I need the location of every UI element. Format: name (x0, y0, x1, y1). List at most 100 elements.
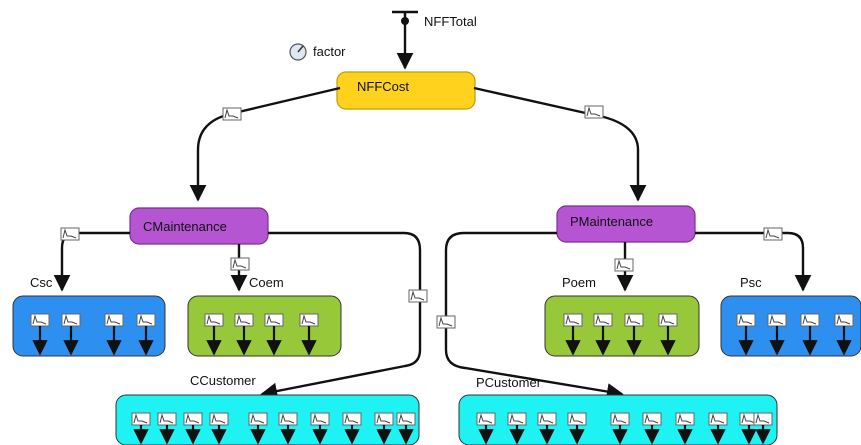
nffcost-node[interactable]: NFFCost (336, 71, 476, 110)
table-function-icon[interactable] (222, 107, 242, 121)
table-function-icon (834, 313, 854, 327)
table-function-icon (610, 412, 630, 426)
table-function-icon (131, 412, 151, 426)
table-function-icon (204, 313, 224, 327)
unit-element[interactable] (374, 412, 394, 445)
table-function-icon (183, 412, 203, 426)
table-function-icon (476, 412, 496, 426)
table-function-icon[interactable] (60, 227, 80, 241)
unit-element[interactable] (131, 412, 151, 445)
table-function-icon[interactable] (230, 257, 250, 271)
nfftotal-source[interactable]: NFFTotal (392, 10, 477, 70)
unit-element[interactable] (234, 313, 254, 356)
poem-label: Poem (562, 275, 596, 290)
table-function-icon[interactable] (436, 315, 456, 329)
factor-parameter[interactable]: factor (289, 43, 346, 61)
unit-element[interactable] (624, 313, 644, 356)
cmaintenance-box (129, 207, 269, 245)
pmaintenance-to-pcustomer-link (444, 231, 624, 400)
unit-element[interactable] (767, 313, 787, 356)
unit-element[interactable] (310, 412, 330, 445)
unit-element[interactable] (136, 313, 156, 356)
unit-element[interactable] (248, 412, 268, 445)
table-function-icon (708, 412, 728, 426)
unit-element[interactable] (342, 412, 362, 445)
table-function-icon (136, 313, 156, 327)
table-function-icon (104, 313, 124, 327)
table-function-icon[interactable] (763, 227, 783, 241)
unit-element[interactable] (658, 313, 678, 356)
table-function-icon (299, 313, 319, 327)
table-function-icon (30, 313, 50, 327)
table-function-icon (396, 412, 416, 426)
unit-element[interactable] (708, 412, 728, 445)
table-function-icon[interactable] (614, 258, 634, 272)
table-function-icon (264, 313, 284, 327)
unit-element[interactable] (800, 313, 820, 356)
unit-element[interactable] (739, 412, 759, 445)
table-function-icon (61, 313, 81, 327)
nffcost-to-pmaintenance-link (473, 86, 647, 202)
table-function-icon (800, 313, 820, 327)
unit-element[interactable] (563, 313, 583, 356)
table-function-icon (342, 412, 362, 426)
unit-element[interactable] (104, 313, 124, 356)
unit-element[interactable] (204, 313, 224, 356)
group-csc[interactable] (12, 295, 166, 357)
table-function-icon[interactable] (408, 289, 428, 303)
unit-element[interactable] (183, 412, 203, 445)
table-function-icon[interactable] (584, 105, 604, 119)
unit-element[interactable] (642, 412, 662, 445)
unit-element[interactable] (209, 412, 229, 445)
group-ccustomer[interactable] (115, 394, 420, 445)
unit-element[interactable] (675, 412, 695, 445)
unit-element[interactable] (476, 412, 496, 445)
unit-element[interactable] (61, 313, 81, 356)
table-function-icon (675, 412, 695, 426)
unit-element[interactable] (278, 412, 298, 445)
table-function-icon (567, 412, 587, 426)
table-function-icon (234, 313, 254, 327)
nffcost-label: NFFCost (357, 79, 409, 94)
unit-element[interactable] (264, 313, 284, 356)
pmaintenance-to-psc-link (695, 231, 812, 292)
unit-element[interactable] (610, 412, 630, 445)
group-box (12, 295, 166, 357)
unit-element[interactable] (753, 412, 773, 445)
unit-element[interactable] (157, 412, 177, 445)
nffcost-box (336, 71, 476, 110)
unit-element[interactable] (834, 313, 854, 356)
table-function-icon (563, 313, 583, 327)
table-function-icon (767, 313, 787, 327)
unit-element[interactable] (736, 313, 756, 356)
unit-element[interactable] (299, 313, 319, 356)
table-function-icon (310, 412, 330, 426)
cmaintenance-node[interactable]: CMaintenance (129, 207, 269, 245)
table-function-icon (593, 313, 613, 327)
unit-element[interactable] (567, 412, 587, 445)
pmaintenance-label: PMaintenance (570, 214, 653, 229)
group-pcustomer[interactable] (458, 394, 778, 445)
ccustomer-label: CCustomer (190, 373, 256, 388)
group-coem[interactable] (187, 295, 342, 357)
table-function-icon (624, 313, 644, 327)
table-function-icon (753, 412, 773, 426)
table-function-icon (157, 412, 177, 426)
group-box (720, 295, 861, 357)
psc-label: Psc (740, 275, 762, 290)
pcustomer-label: PCustomer (476, 375, 542, 390)
group-psc[interactable] (720, 295, 861, 357)
unit-element[interactable] (30, 313, 50, 356)
nfftotal-label: NFFTotal (424, 14, 477, 29)
unit-element[interactable] (593, 313, 613, 356)
cmaintenance-label: CMaintenance (143, 219, 227, 234)
table-function-icon (507, 412, 527, 426)
table-function-icon (658, 313, 678, 327)
group-poem[interactable] (544, 295, 700, 357)
pmaintenance-node[interactable]: PMaintenance (556, 205, 696, 243)
unit-element[interactable] (537, 412, 557, 445)
unit-element[interactable] (507, 412, 527, 445)
flow-source-icon (401, 17, 409, 25)
unit-element[interactable] (396, 412, 416, 445)
